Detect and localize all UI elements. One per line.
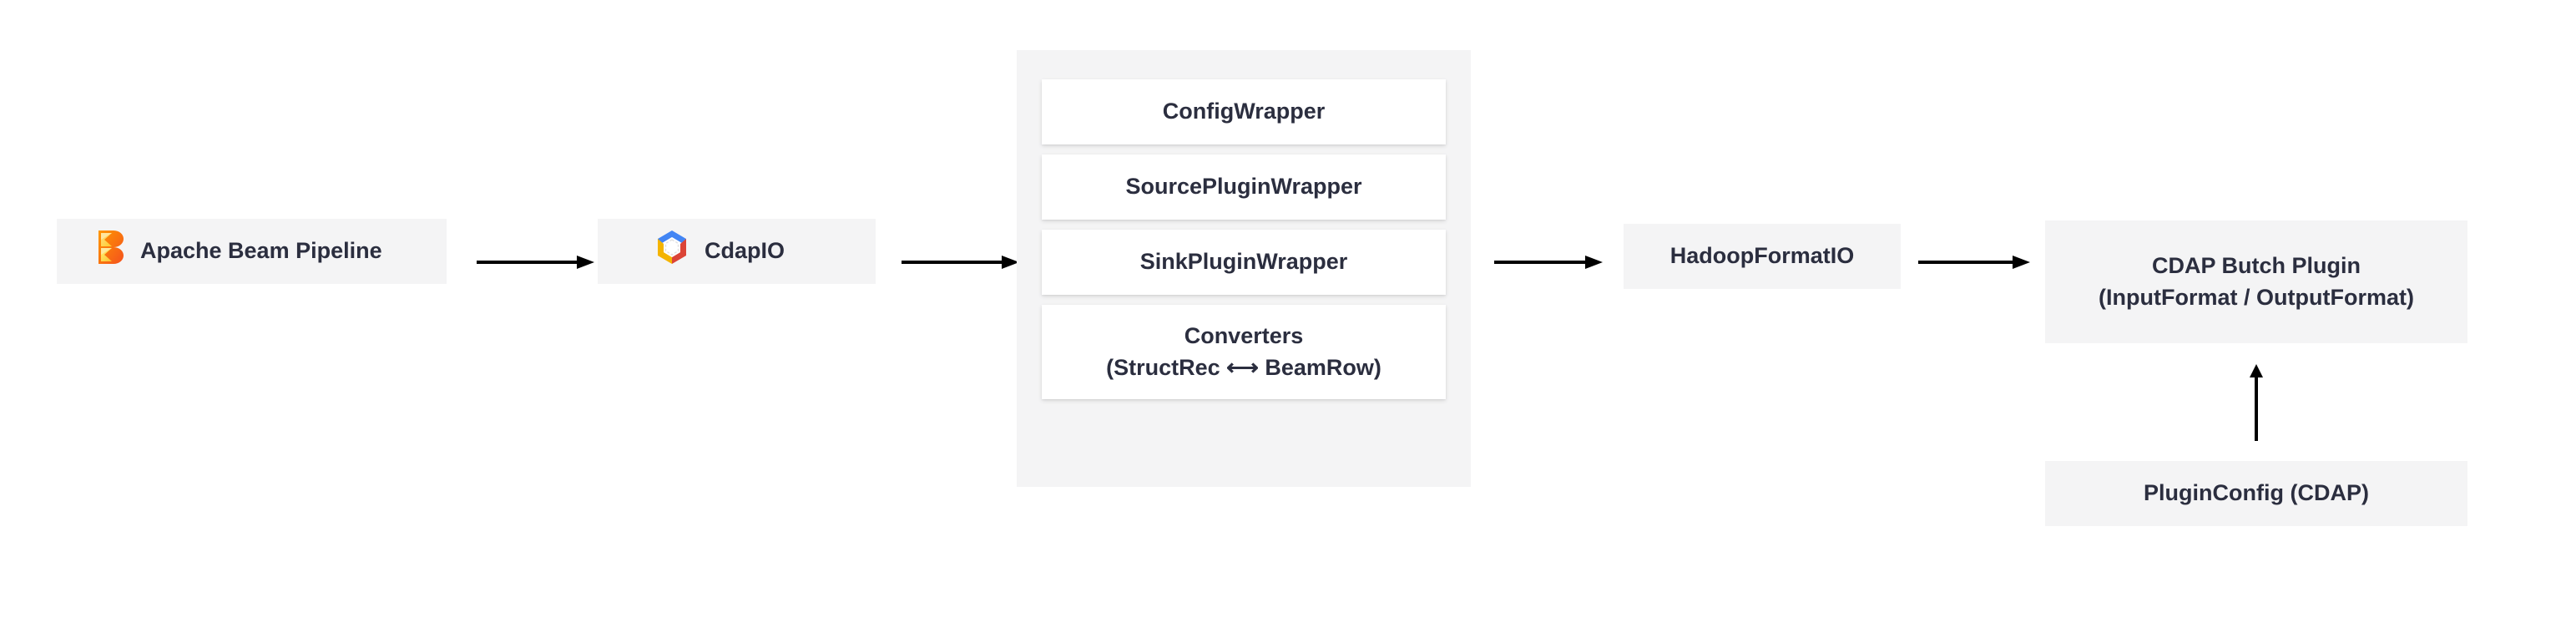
group-item-label: ConfigWrapper [1162, 99, 1326, 124]
group-item-configwrapper[interactable]: ConfigWrapper [1042, 79, 1446, 144]
arrow-cdapio-to-group [902, 253, 1019, 271]
node-label: HadoopFormatIO [1669, 243, 1855, 269]
node-cdapio[interactable]: CdapIO [598, 219, 876, 284]
group-item-converters[interactable]: Converters (StructRec ⟷ BeamRow) [1042, 305, 1446, 399]
node-label: Apache Beam Pipeline [140, 238, 382, 264]
group-item-sourcepluginwrapper[interactable]: SourcePluginWrapper [1042, 154, 1446, 220]
arrow-hadoopformatio-to-plugin [1918, 253, 2030, 271]
apache-beam-logo-icon [97, 230, 125, 273]
group-item-label: SinkPluginWrapper [1139, 249, 1348, 275]
group-item-sinkpluginwrapper[interactable]: SinkPluginWrapper [1042, 230, 1446, 295]
node-cdap-butch-plugin[interactable]: CDAP Butch Plugin (InputFormat / OutputF… [2045, 220, 2467, 343]
group-item-label: SourcePluginWrapper [1125, 174, 1362, 200]
group-item-label: Converters (StructRec ⟷ BeamRow) [1106, 322, 1381, 380]
arrow-beam-to-cdapio [477, 253, 594, 271]
arrow-pluginconfig-to-plugin [2247, 364, 2265, 441]
node-label: PluginConfig (CDAP) [2144, 480, 2369, 506]
google-cloud-hexagon-icon [654, 229, 689, 274]
node-label: CDAP Butch Plugin (InputFormat / OutputF… [2099, 253, 2414, 310]
node-pluginconfig-cdap[interactable]: PluginConfig (CDAP) [2045, 461, 2467, 526]
group-cdapio-internals: ConfigWrapper SourcePluginWrapper SinkPl… [1017, 50, 1471, 487]
node-label: CdapIO [705, 238, 785, 264]
node-apache-beam-pipeline[interactable]: Apache Beam Pipeline [57, 219, 447, 284]
node-hadoopformatio[interactable]: HadoopFormatIO [1624, 224, 1901, 289]
arrow-group-to-hadoopformatio [1494, 253, 1603, 271]
